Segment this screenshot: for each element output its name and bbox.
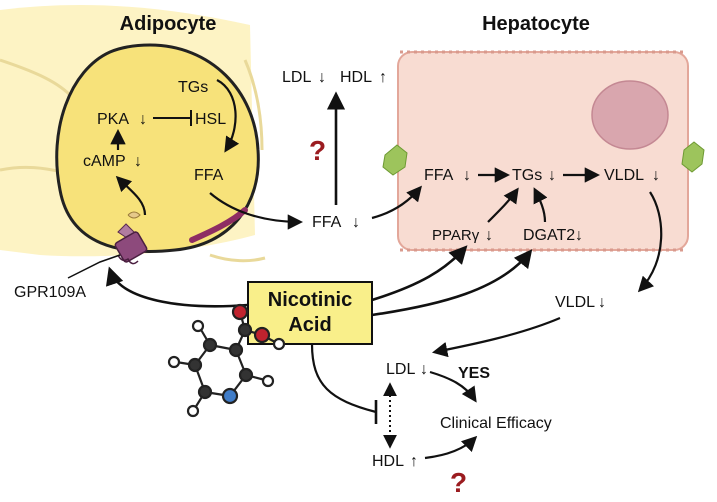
- clinical-efficacy-label: Clinical Efficacy: [440, 415, 552, 432]
- ppar-label: PPARγ: [432, 227, 480, 244]
- camp-down-arrow: ↓: [134, 153, 142, 170]
- hdl-question-mark: ?: [450, 467, 467, 498]
- ffa-question-mark: ?: [309, 135, 326, 166]
- gpr109a-receptor-icon: [114, 211, 148, 265]
- vldl-secretion-arrow: [637, 191, 663, 293]
- vldl-to-ldl-arrow: [431, 316, 561, 358]
- ppar-down-arrow: ↓: [485, 227, 493, 244]
- hepatocyte-cell: [382, 50, 705, 252]
- adipocyte-ffa-release-arrow: [209, 192, 304, 230]
- plasma-vldl-label: VLDL: [555, 294, 595, 311]
- hdl-to-efficacy-arrow: [424, 435, 478, 460]
- pka-label: PKA: [97, 111, 129, 128]
- yes-label: YES: [458, 365, 490, 382]
- hepatocyte-ffa-label: FFA: [424, 167, 454, 184]
- nicotinic-acid-molecule-icon: [167, 303, 286, 418]
- top-ldl-down-arrow: ↓: [318, 69, 326, 86]
- bottom-hdl-label: HDL: [372, 453, 404, 470]
- camp-label: cAMP: [83, 153, 126, 170]
- tgs-to-ffa-arrow: [216, 79, 240, 153]
- ffa-uptake-arrow: [371, 185, 422, 220]
- dgat2-down-arrow: ↓: [575, 227, 583, 244]
- bottom-ldl-down-arrow: ↓: [420, 361, 428, 378]
- gpr109a-label: GPR109A: [14, 284, 86, 301]
- drug-inhibits-ldl-hdl-line: [310, 343, 377, 414]
- hepatocyte-tgs-down-arrow: ↓: [548, 167, 556, 184]
- pka-down-arrow: ↓: [139, 111, 147, 128]
- hepatocyte-title: Hepatocyte: [482, 13, 590, 35]
- hsl-label: HSL: [195, 111, 226, 128]
- dgat2-to-tgs-arrow: [533, 187, 548, 223]
- plasma-vldl-down-arrow: ↓: [598, 294, 606, 311]
- top-ldl-label: LDL: [282, 69, 311, 86]
- bottom-ldl-label: LDL: [386, 361, 415, 378]
- adipocyte-title: Adipocyte: [120, 13, 217, 35]
- hepatocyte-ffa-down-arrow: ↓: [463, 167, 471, 184]
- dgat2-label: DGAT2: [523, 227, 575, 244]
- top-hdl-label: HDL: [340, 69, 372, 86]
- adipocyte-tgs-label: TGs: [178, 79, 208, 96]
- adipocyte-ffa-label: FFA: [194, 167, 224, 184]
- drug-to-receptor-arrow: [105, 266, 249, 308]
- plasma-ffa-label: FFA: [312, 214, 342, 231]
- ppar-to-tgs-arrow: [487, 187, 519, 223]
- left-junction-icon: [382, 144, 408, 176]
- top-hdl-up-arrow: ↑: [379, 69, 387, 86]
- drug-name-line1: Nicotinic: [268, 289, 352, 311]
- ldl-to-efficacy-arrow: [429, 370, 477, 403]
- drug-to-ppar-arrow: [371, 245, 468, 302]
- drug-name-line2: Acid: [288, 314, 331, 336]
- hepatocyte-vldl-label: VLDL: [604, 167, 644, 184]
- drug-to-dgat2-arrow: [371, 249, 533, 317]
- plasma-ffa-down-arrow: ↓: [352, 214, 360, 231]
- gpr109a-leader-line: [67, 254, 121, 279]
- bottom-hdl-up-arrow: ↑: [410, 453, 418, 470]
- receptor-to-camp-arrow: [115, 175, 147, 216]
- hepatocyte-vldl-down-arrow: ↓: [652, 167, 660, 184]
- hepatocyte-tgs-label: TGs: [512, 167, 542, 184]
- right-junction-icon: [681, 141, 705, 173]
